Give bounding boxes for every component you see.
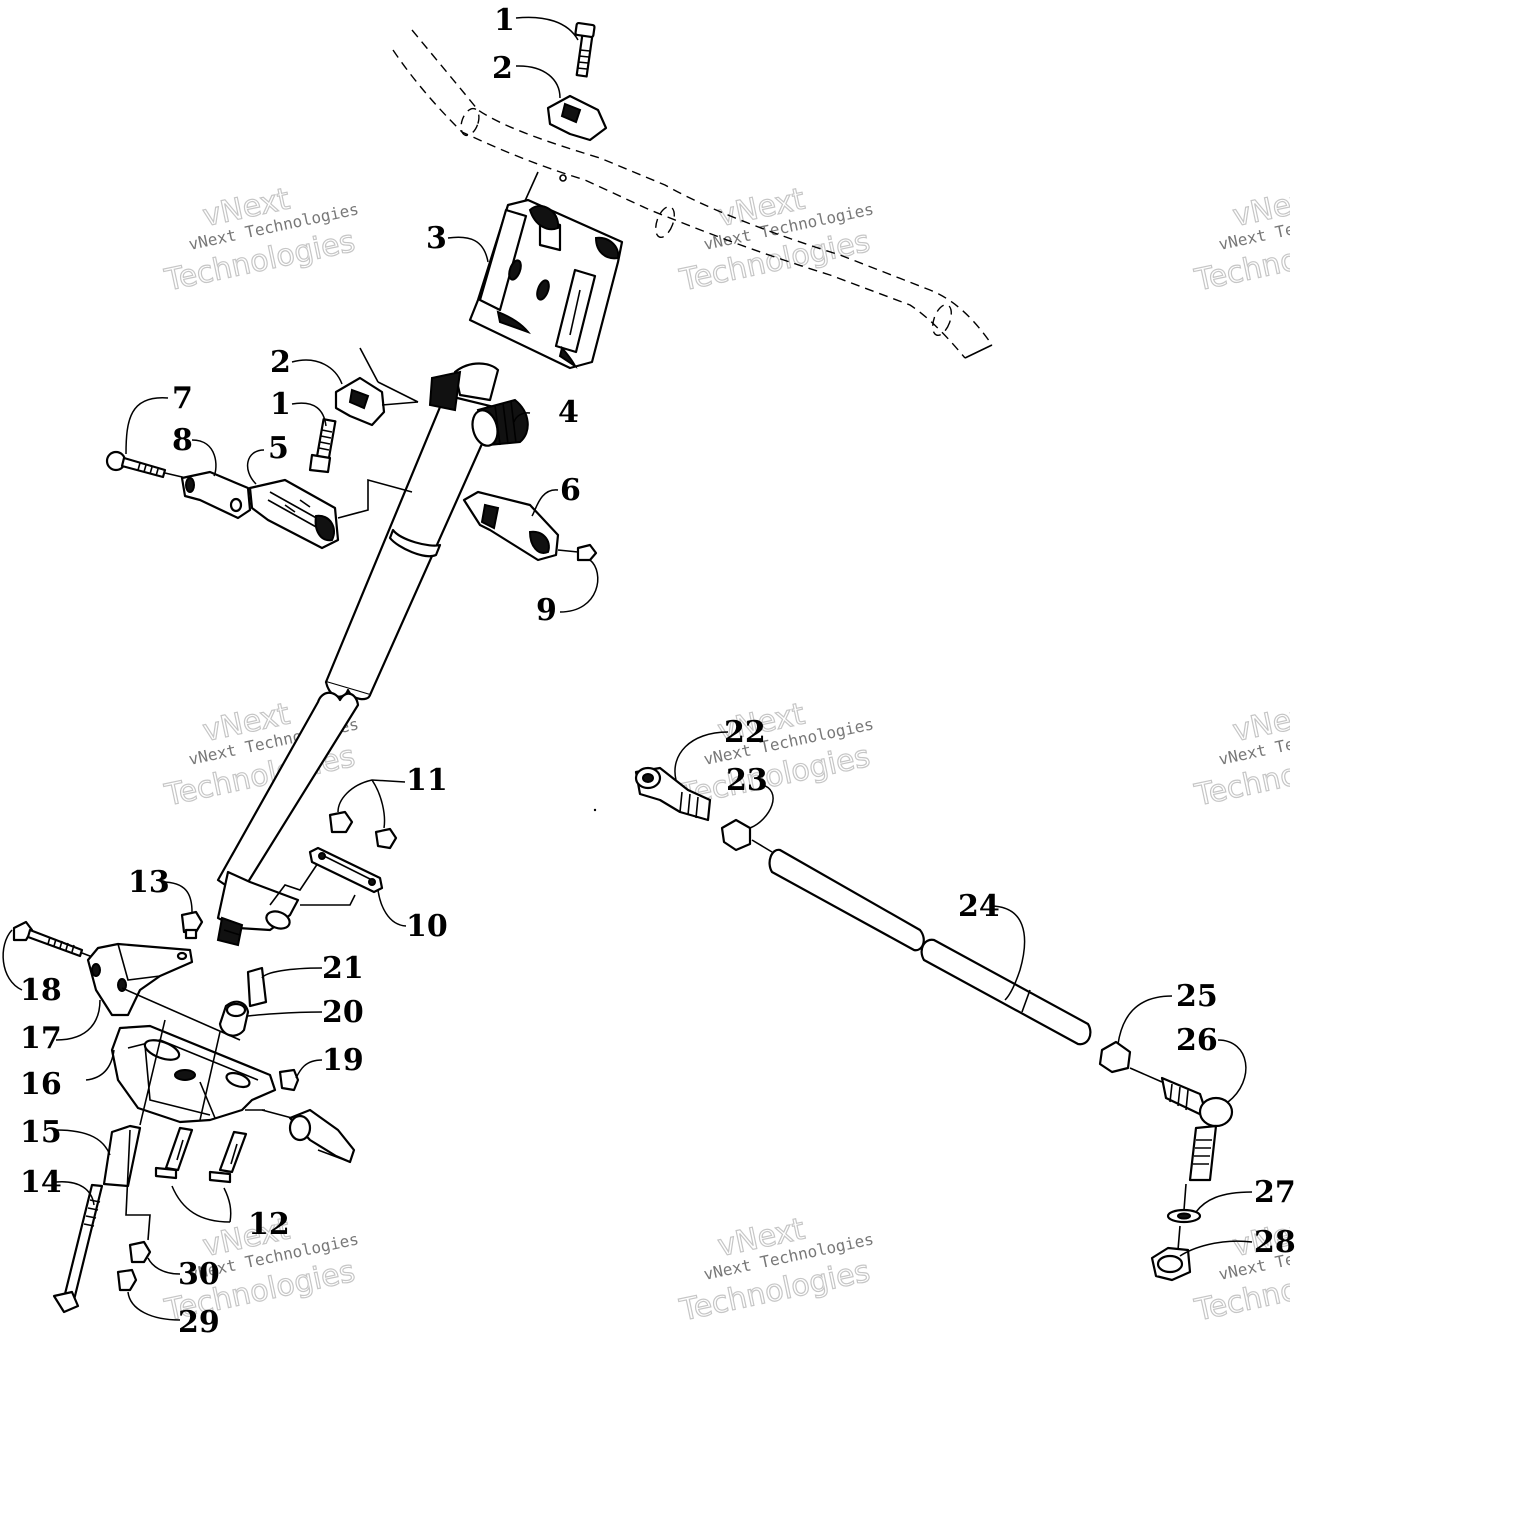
callout-labels: 1 2 3 2 1 4 7 8 5 6 9 11 10 13 18 21 17 … bbox=[20, 3, 1296, 1340]
tie-rod-end-22 bbox=[634, 766, 712, 822]
callout-26: 26 bbox=[1176, 1023, 1218, 1058]
callout-19: 19 bbox=[322, 1043, 364, 1078]
callout-21: 21 bbox=[322, 951, 364, 986]
long-bolt-7 bbox=[105, 450, 196, 481]
mount-bracket-17 bbox=[86, 942, 241, 1041]
bracket-8 bbox=[180, 470, 252, 520]
callout-20: 20 bbox=[322, 995, 364, 1030]
bolts-12 bbox=[154, 1126, 248, 1184]
nut-29 bbox=[116, 1268, 138, 1292]
callout-17: 17 bbox=[20, 1021, 62, 1056]
sleeve-21 bbox=[246, 966, 268, 1008]
steering-post-lower bbox=[216, 691, 360, 947]
callout-4: 4 bbox=[558, 395, 579, 430]
tie-rod-axis-left bbox=[751, 839, 773, 853]
callout-5: 5 bbox=[268, 431, 289, 466]
callout-11: 11 bbox=[406, 763, 448, 798]
callout-6: 6 bbox=[560, 473, 581, 508]
tie-rod-axis-right bbox=[1129, 1067, 1163, 1083]
nut-13 bbox=[180, 910, 204, 940]
tie-rod-end-26 bbox=[1160, 1076, 1234, 1182]
steering-post-upper bbox=[324, 347, 500, 701]
bushing-20 bbox=[218, 1000, 250, 1037]
callout-23: 23 bbox=[726, 763, 768, 798]
nut-19 bbox=[278, 1068, 300, 1092]
nut-9 bbox=[557, 543, 598, 562]
callout-14: 14 bbox=[20, 1165, 62, 1200]
callout-12: 12 bbox=[248, 1207, 290, 1242]
handlebar-clamp-block bbox=[468, 198, 624, 370]
callout-2-top: 2 bbox=[492, 51, 513, 86]
nut-axis-line bbox=[125, 1129, 151, 1241]
long-bolt-18 bbox=[12, 920, 96, 959]
callout-7: 7 bbox=[172, 381, 193, 416]
jam-nut-23 bbox=[720, 818, 752, 852]
callout-9: 9 bbox=[536, 593, 557, 628]
callout-13: 13 bbox=[128, 865, 170, 900]
callout-29: 29 bbox=[178, 1305, 220, 1340]
bolt-middle bbox=[308, 418, 337, 474]
jam-nut-25 bbox=[1098, 1040, 1132, 1074]
callout-24: 24 bbox=[958, 889, 1000, 924]
leader-lines bbox=[2, 16, 1253, 1321]
clamp-top bbox=[546, 94, 608, 142]
lower-clamp-5 bbox=[248, 478, 413, 550]
callout-27: 27 bbox=[1254, 1175, 1296, 1210]
bushing bbox=[471, 398, 529, 447]
callout-22: 22 bbox=[724, 715, 766, 750]
callout-16: 16 bbox=[20, 1067, 62, 1102]
callout-10: 10 bbox=[406, 909, 448, 944]
clamp-middle bbox=[334, 376, 419, 427]
callout-1-middle: 1 bbox=[270, 387, 291, 422]
clamp-half-6 bbox=[462, 490, 560, 562]
callout-3: 3 bbox=[426, 221, 447, 256]
callout-1-top: 1 bbox=[494, 3, 515, 38]
nut-30 bbox=[128, 1240, 152, 1264]
callout-30: 30 bbox=[178, 1257, 220, 1292]
long-bolt-14 bbox=[52, 1183, 104, 1314]
pitman-arm bbox=[261, 1108, 356, 1164]
nuts-11 bbox=[328, 810, 398, 850]
plate-10 bbox=[308, 846, 384, 894]
washer-27 bbox=[1166, 1208, 1202, 1224]
bolt-top bbox=[574, 21, 596, 78]
handlebar-outline bbox=[392, 29, 993, 359]
callout-2-middle: 2 bbox=[270, 345, 291, 380]
callout-18: 18 bbox=[20, 973, 62, 1008]
base-bracket-16 bbox=[110, 1019, 277, 1126]
washer-nut-axis bbox=[1177, 1225, 1181, 1251]
callout-15: 15 bbox=[20, 1115, 62, 1150]
callout-8: 8 bbox=[172, 423, 193, 458]
callout-28: 28 bbox=[1254, 1225, 1296, 1260]
tie-rod-24 bbox=[768, 848, 1092, 1046]
speck bbox=[593, 808, 597, 812]
tie-rod-stud-axis bbox=[1183, 1183, 1187, 1211]
spacer-15 bbox=[102, 1124, 142, 1188]
callout-25: 25 bbox=[1176, 979, 1218, 1014]
